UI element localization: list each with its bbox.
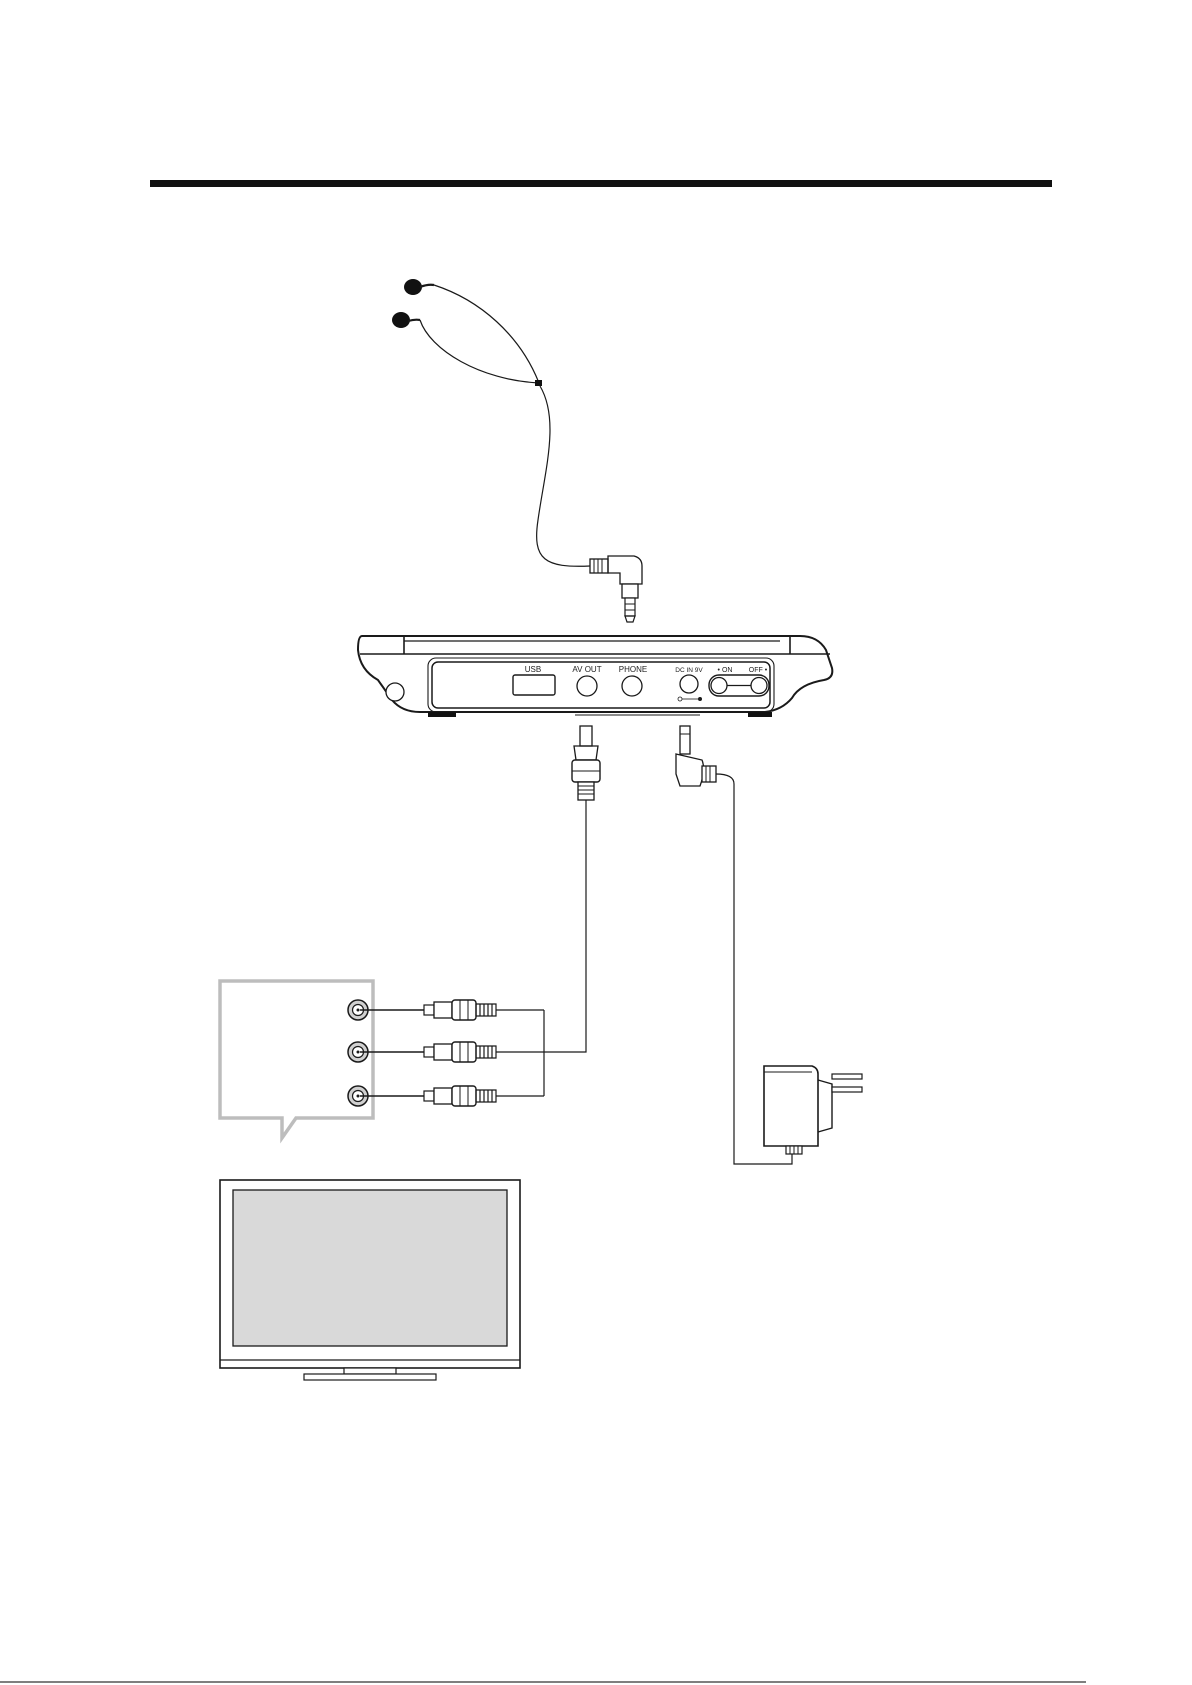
dvd-player: USB AV OUT PHONE DC IN 9V • ON OFF • [358, 636, 832, 717]
phone-label: PHONE [619, 665, 647, 674]
dc-in-port[interactable] [680, 675, 698, 693]
tv-stand-base [304, 1374, 436, 1380]
switch-off-label: OFF • [749, 667, 768, 674]
tv-screen [233, 1190, 507, 1346]
ac-adapter [764, 1066, 862, 1154]
av-cable [548, 726, 600, 1052]
header-rule [150, 180, 1052, 187]
phone-port[interactable] [622, 676, 642, 696]
av-out-port[interactable] [577, 676, 597, 696]
dc-in-label: DC IN 9V [675, 667, 703, 674]
earphones [392, 279, 642, 622]
rca-row-2 [348, 1042, 548, 1062]
power-switch[interactable] [709, 675, 769, 696]
av-out-label: AV OUT [572, 665, 601, 674]
earbud-left [404, 279, 422, 295]
usb-label: USB [525, 665, 541, 674]
player-speaker-hole [386, 683, 404, 701]
switch-on-label: • ON [718, 667, 733, 674]
tv-stand-neck [344, 1368, 396, 1374]
rca-connectors [348, 1000, 548, 1106]
usb-port[interactable] [513, 675, 555, 695]
rca-row-3 [348, 1086, 544, 1106]
rca-row-1 [348, 1000, 544, 1020]
television [220, 1180, 520, 1380]
power-cable [676, 726, 792, 1164]
earphone-plug [590, 556, 642, 622]
earbud-right [392, 312, 410, 328]
